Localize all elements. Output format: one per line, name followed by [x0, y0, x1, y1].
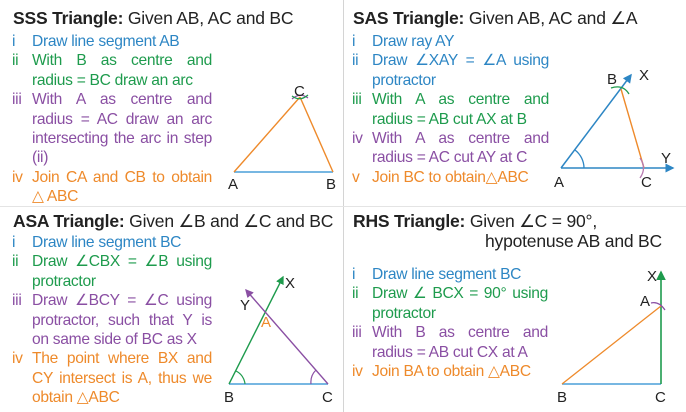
step-text: Given AB, AC and ∠A — [464, 8, 638, 28]
rhs-step-4: iv Join BA to obtain △ABC — [352, 362, 548, 381]
sas-title: SAS Triangle: Given AB, AC and ∠A — [353, 8, 638, 29]
rhs-title: RHS Triangle: Given ∠C = 90°, — [353, 211, 597, 232]
rhs-figure: X A B C — [557, 268, 666, 406]
asa-label-y: Y — [240, 297, 250, 314]
sas-figure: B X Y A C — [554, 67, 675, 191]
sas-step-5: v Join BC to obtain△ABC — [352, 168, 549, 187]
step-text: Draw line segment BC — [32, 234, 182, 251]
rhs-title-line2: hypotenuse AB and BC — [485, 231, 662, 251]
asa-steps: i Draw line segment BC ii Draw ∠CBX = ∠B u… — [12, 233, 212, 408]
sss-label-c: C — [294, 83, 305, 100]
asa-step-4: iv The point where BX and CY intersect is… — [12, 349, 212, 407]
sss-title: SSS Triangle: Given AB, AC and BC — [13, 8, 294, 29]
step-number: iii — [352, 91, 362, 109]
step-number: iv — [12, 168, 23, 186]
step-text: Given ∠B and ∠C and BC — [124, 211, 334, 231]
step-number: iv — [352, 363, 363, 381]
sas-steps: i Draw ray AY ii Draw ∠XAY = ∠A using prot… — [352, 32, 549, 187]
sas-step-2: ii Draw ∠XAY = ∠A using protractor — [352, 51, 549, 90]
asa-step-2: ii Draw ∠CBX = ∠B using protractor — [12, 252, 212, 291]
sas-label-c: C — [641, 174, 652, 191]
step-number: iv — [352, 130, 363, 148]
step-number: iii — [12, 292, 22, 310]
sss-step-2: ii With B as centre and radius = BC draw … — [12, 51, 212, 90]
step-text: With A as centre and radius = AB cut AX … — [372, 91, 549, 128]
sss-steps: i Draw line segment AB ii With B as centre… — [12, 32, 212, 207]
sss-figure: C A B — [228, 83, 336, 193]
step-text: SAS Triangle: — [353, 8, 465, 28]
step-text: Draw ray AY — [372, 33, 455, 50]
sas-label-y: Y — [661, 150, 671, 167]
asa-label-b: B — [224, 389, 234, 406]
asa-label-a: A — [261, 314, 271, 331]
rhs-label-a: A — [640, 293, 650, 310]
step-text: Given AB, AC and BC — [123, 8, 294, 28]
step-text: Draw line segment BC — [372, 266, 522, 283]
step-text: RHS Triangle: — [353, 211, 466, 231]
step-text: Join BC to obtain△ABC — [372, 168, 529, 186]
step-number: iii — [12, 91, 22, 109]
sas-label-x: X — [639, 67, 649, 84]
step-number: v — [352, 168, 360, 186]
sss-panel: SSS Triangle: Given AB, AC and BC i Draw … — [0, 0, 343, 206]
step-number: i — [352, 33, 356, 50]
step-number: i — [12, 33, 16, 50]
step-number: i — [352, 266, 356, 283]
step-text: With A as centre and radius = AC cut AY … — [372, 130, 549, 167]
asa-label-x: X — [285, 275, 295, 292]
step-number: ii — [12, 253, 19, 271]
step-text: SSS Triangle: — [13, 8, 124, 28]
rhs-step-1: i Draw line segment BC — [352, 265, 548, 284]
step-text: Draw ∠XAY = ∠A using protractor — [372, 52, 549, 89]
step-text: Draw ∠ BCX = 90° using protractor — [372, 285, 548, 322]
step-text: Draw ∠BCY = ∠C using protractor, such th… — [32, 292, 212, 349]
step-number: ii — [352, 285, 359, 303]
step-number: iv — [12, 350, 23, 368]
step-text: Given ∠C = 90°, — [465, 211, 597, 231]
step-number: iii — [352, 324, 362, 342]
step-text: ASA Triangle: — [13, 211, 125, 231]
sss-step-3: iii With A as centre and radius = AC draw… — [12, 90, 212, 168]
horizontal-divider — [0, 206, 686, 207]
sas-label-a: A — [554, 174, 564, 191]
sas-step-4: iv With A as centre and radius = AC cut A… — [352, 129, 549, 168]
step-text: The point where BX and CY intersect is A… — [32, 350, 212, 407]
step-text: Join BA to obtain △ABC — [372, 363, 531, 381]
sss-label-a: A — [228, 176, 238, 193]
rhs-step-3: iii With B as centre and radius = AB cut … — [352, 323, 548, 362]
rhs-panel: RHS Triangle: Given ∠C = 90°, hypotenuse… — [343, 206, 686, 412]
step-number: ii — [12, 52, 19, 70]
sss-label-b: B — [326, 176, 336, 193]
sas-step-3: iii With A as centre and radius = AB cut … — [352, 90, 549, 129]
sas-step-1: i Draw ray AY — [352, 32, 549, 51]
step-number: ii — [352, 52, 359, 70]
asa-step-3: iii Draw ∠BCY = ∠C using protractor, such… — [12, 291, 212, 349]
step-text: Draw ∠CBX = ∠B using protractor — [32, 253, 212, 290]
step-number: i — [12, 234, 16, 251]
asa-figure: X Y A B C — [224, 275, 333, 406]
asa-step-1: i Draw line segment BC — [12, 233, 212, 252]
sss-step-4: iv Join CA and CB to obtain △ ABC — [12, 168, 212, 207]
rhs-label-x: X — [647, 268, 657, 285]
step-text: With B as centre and radius = AB cut CX … — [372, 324, 548, 361]
rhs-label-b: B — [557, 389, 567, 406]
sas-label-b: B — [607, 71, 617, 88]
sss-step-1: i Draw line segment AB — [12, 32, 212, 51]
step-text: Join CA and CB to obtain △ ABC — [32, 168, 212, 206]
step-text: With B as centre and radius = BC draw an… — [32, 52, 212, 89]
rhs-steps: i Draw line segment BC ii Draw ∠ BCX = 90°… — [352, 265, 548, 381]
step-text: Draw line segment AB — [32, 33, 180, 50]
rhs-label-c: C — [655, 389, 666, 406]
rhs-step-2: ii Draw ∠ BCX = 90° using protractor — [352, 284, 548, 323]
asa-title: ASA Triangle: Given ∠B and ∠C and BC — [13, 211, 333, 232]
asa-label-c: C — [322, 389, 333, 406]
step-text: With A as centre and radius = AC draw an… — [32, 91, 212, 167]
